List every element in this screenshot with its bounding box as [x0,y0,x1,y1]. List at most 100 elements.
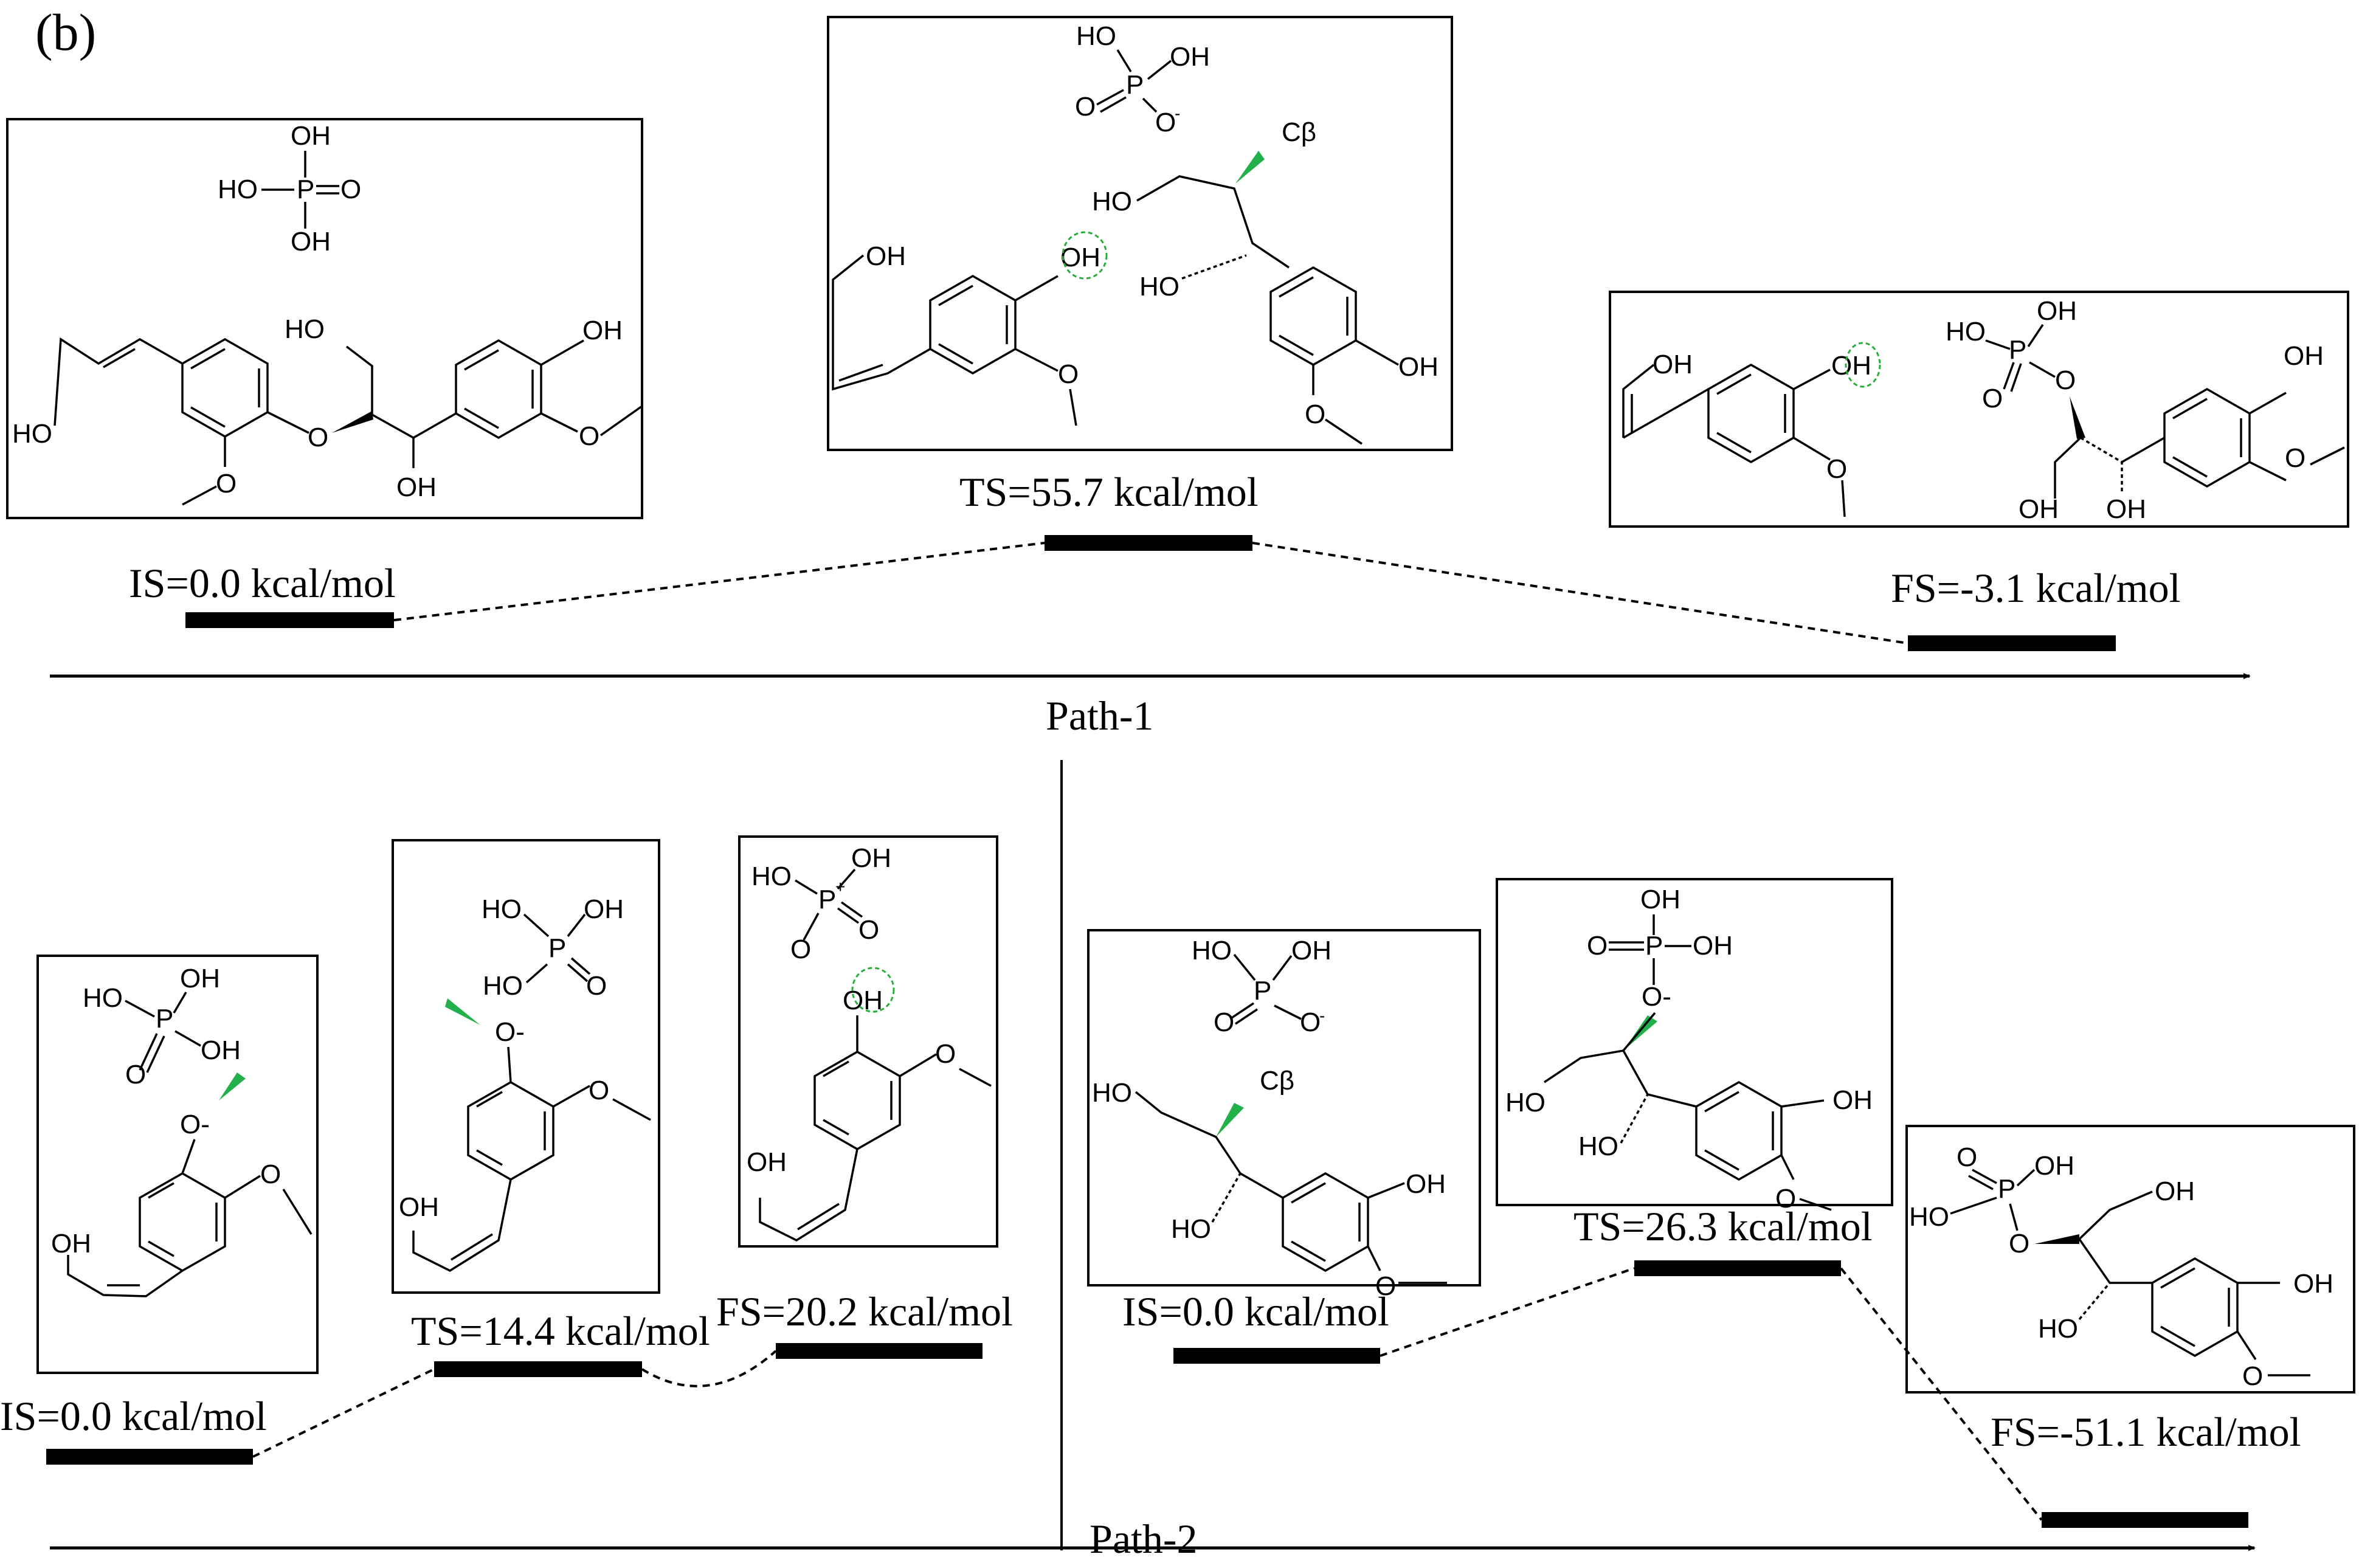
path1-is-structure-box [6,118,643,519]
path1-ts-label: TS=55.7 kcal/mol [959,469,1259,515]
path2-right-fs-label: FS=-51.1 kcal/mol [1991,1409,2301,1455]
svg-text:HO: HO [1092,187,1132,216]
path1-ts-structure-box [827,16,1453,451]
svg-text:OH: OH [1832,1085,1873,1115]
svg-text:O-: O- [1642,982,1671,1012]
svg-text:O-: O- [180,1110,210,1139]
fs-left-transfer-oh: OH [843,986,883,1015]
svg-text:O: O [1826,454,1847,484]
path2-right-fs-molecule: O P OH HO O OH HO OH O [1909,1142,2333,1391]
phosphate-ho-left: HO [218,174,258,204]
fs-h-highlight [1845,342,1881,388]
svg-text:P: P [1254,976,1271,1006]
svg-text:O: O [1214,1007,1234,1037]
path2-right-connector-1 [1380,1267,1635,1357]
svg-text:OH: OH [2106,494,2146,524]
phosphate-oh-top: OH [291,121,331,151]
svg-text:O: O [2285,443,2305,473]
svg-text:O: O [1587,931,1608,961]
svg-text:HO: HO [2038,1314,2078,1344]
svg-text:HO: HO [483,971,523,1001]
path1-ts-molecule: HO OH P O O - Cβ HO HO OH O OH [832,21,1439,445]
path2-right-connector-2 [1840,1267,2043,1521]
svg-text:HO: HO [1946,317,1986,347]
svg-text:O: O [1957,1142,1977,1172]
svg-text:OH: OH [747,1147,787,1177]
svg-text:O: O [1058,359,1079,389]
is-ether-o: O [308,423,328,452]
path2-left-is-label: IS=0.0 kcal/mol [0,1393,267,1439]
svg-text:O: O [1155,108,1176,137]
svg-text:HO: HO [1139,272,1180,302]
path1-is-molecule: OH HO P O OH HO O O HO OH [12,121,643,506]
is-methoxy-o: O [216,469,237,499]
svg-text:P: P [1126,70,1144,100]
svg-text:O: O [1982,384,2003,413]
svg-text:-: - [1319,1006,1325,1025]
svg-text:P: P [548,933,566,963]
svg-text:P: P [2009,335,2026,365]
path2-right-ts-molecule: OH O P OH O- HO HO OH O [1505,885,1873,1214]
path2-left-is-molecule: HO OH P OH O O- O OH [51,964,313,1297]
svg-text:O: O [858,915,879,945]
fs-transfer-oh: OH [1831,351,1871,381]
path1-connector-2 [1252,542,1908,644]
svg-text:OH: OH [1291,936,1331,965]
svg-text:P: P [156,1004,173,1034]
path2-right-fs-structure-box [1905,1125,2355,1394]
svg-text:HO: HO [1092,1078,1132,1108]
svg-text:HO: HO [1192,936,1232,965]
svg-text:OH: OH [2284,341,2324,371]
svg-text:O: O [2055,365,2076,395]
svg-text:O: O [935,1039,956,1069]
svg-text:O: O [586,971,607,1001]
svg-text:OH: OH [51,1229,91,1259]
svg-text:O-: O- [495,1017,525,1047]
svg-text:HO: HO [1578,1131,1618,1161]
path2-left-connector-1 [252,1368,435,1458]
phosphate-o-right: O [340,174,361,204]
path2-left-fs-structure-box [738,835,998,1248]
svg-text:OH: OH [180,964,220,993]
svg-text:OH: OH [1653,350,1693,379]
is-phenol-oh: OH [582,316,623,345]
svg-text:P: P [1998,1174,2015,1204]
svg-text:O: O [1300,1007,1321,1037]
svg-text:OH: OH [1398,352,1439,382]
svg-text:O: O [1775,1184,1796,1214]
ts-h-highlight [1062,231,1108,280]
path2-right-ts-structure-box [1496,878,1893,1206]
panel-label: (b) [35,3,96,61]
svg-text:OH: OH [399,1192,439,1222]
path2-left-ts-molecule: HO OH P HO O O- O OH [399,894,651,1273]
path1-fs-molecule: OH OH O HO OH P O O OH OH OH [1622,296,2345,524]
path2-right-is-molecule: HO OH P O O - Cβ HO HO OH O [1092,936,1447,1301]
ts-c-beta: Cβ [1282,117,1316,147]
path2-left-ts-structure-box [392,839,660,1294]
path2-left-fs-label: FS=20.2 kcal/mol [716,1288,1013,1335]
is-ho-top: HO [285,314,325,344]
svg-text:OH: OH [866,241,906,271]
svg-text:O: O [260,1159,281,1189]
svg-text:HO: HO [1076,21,1116,51]
svg-text:HO: HO [1505,1088,1546,1117]
svg-text:O: O [1075,92,1096,122]
path2-left-fs-molecule: HO OH P + O O OH O OH [747,843,992,1242]
svg-text:HO: HO [1909,1202,1949,1232]
svg-text:OH: OH [2037,296,2077,326]
ts-transfer-oh: OH [1060,243,1100,272]
svg-text:HO: HO [751,862,792,891]
path1-is-label: IS=0.0 kcal/mol [129,560,396,606]
path1-axis-label: Path-1 [1046,692,1154,739]
svg-text:O: O [1305,399,1325,429]
svg-text:OH: OH [1170,42,1210,72]
svg-text:O: O [790,934,811,964]
path1-fs-structure-box [1609,291,2349,528]
svg-text:HO: HO [1171,1214,1211,1244]
svg-text:HO: HO [482,894,522,924]
path2-left-connector-2 [641,1350,777,1387]
svg-text:O: O [1375,1271,1396,1301]
phosphate-p: P [297,174,314,204]
